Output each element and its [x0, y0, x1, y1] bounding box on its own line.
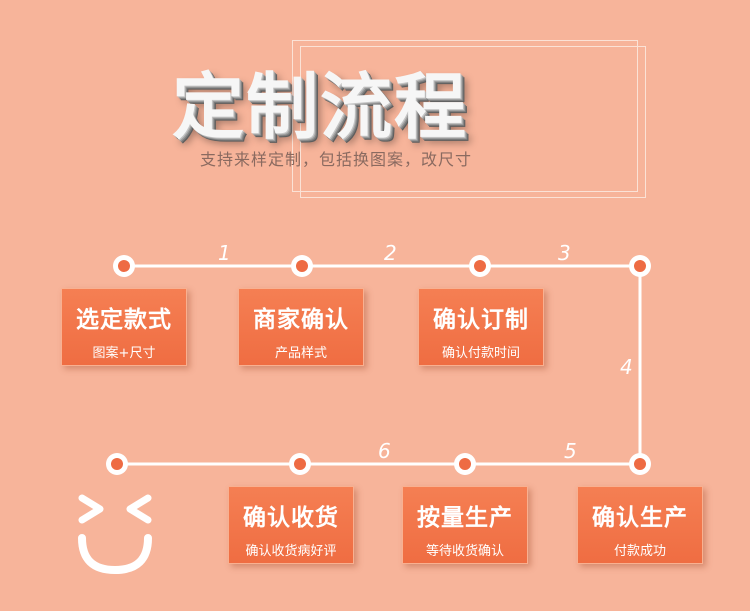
circle-node-icon: [289, 453, 311, 475]
circle-node-icon: [469, 255, 491, 277]
page-subtitle: 支持来样定制，包括换图案，改尺寸: [200, 150, 473, 169]
step-card-6: 确认收货 确认收货病好评: [228, 486, 354, 564]
step-title: 确认生产: [592, 505, 688, 531]
smiley-face-icon: [78, 494, 152, 575]
circle-node-icon: [629, 255, 651, 277]
circle-node-icon: [629, 453, 651, 475]
step-card-1: 选定款式 图案+尺寸: [61, 288, 187, 366]
circle-node-icon: [106, 453, 128, 475]
page-title: 定制流程: [172, 65, 469, 149]
circle-node-icon: [291, 255, 313, 277]
step-card-2: 商家确认 产品样式: [238, 288, 364, 366]
step-card-3: 确认订制 确认付款时间: [418, 288, 544, 366]
step-card-5: 按量生产 等待收货确认: [402, 486, 528, 564]
step-card-4: 确认生产 付款成功: [577, 486, 703, 564]
connector-number-1: 1: [218, 241, 231, 265]
step-subtitle: 确认收货病好评: [245, 544, 337, 559]
step-subtitle: 付款成功: [613, 544, 666, 559]
step-subtitle: 等待收货确认: [425, 544, 504, 559]
step-title: 按量生产: [417, 505, 513, 531]
connector-number-6: 6: [378, 439, 391, 463]
step-title: 确认订制: [433, 307, 529, 333]
circle-node-icon: [113, 255, 135, 277]
decorative-frame-front: [300, 46, 646, 198]
connector-number-3: 3: [558, 241, 571, 265]
step-subtitle: 产品样式: [274, 346, 327, 361]
step-subtitle: 图案+尺寸: [92, 346, 156, 361]
connector-number-2: 2: [384, 241, 397, 265]
step-subtitle: 确认付款时间: [441, 346, 520, 361]
connector-number-4: 4: [620, 355, 633, 379]
step-title: 选定款式: [76, 307, 172, 333]
connector-number-5: 5: [564, 439, 577, 463]
step-title: 商家确认: [253, 307, 349, 333]
step-title: 确认收货: [243, 505, 339, 531]
circle-node-icon: [454, 453, 476, 475]
decorative-frame-back: [292, 40, 638, 192]
